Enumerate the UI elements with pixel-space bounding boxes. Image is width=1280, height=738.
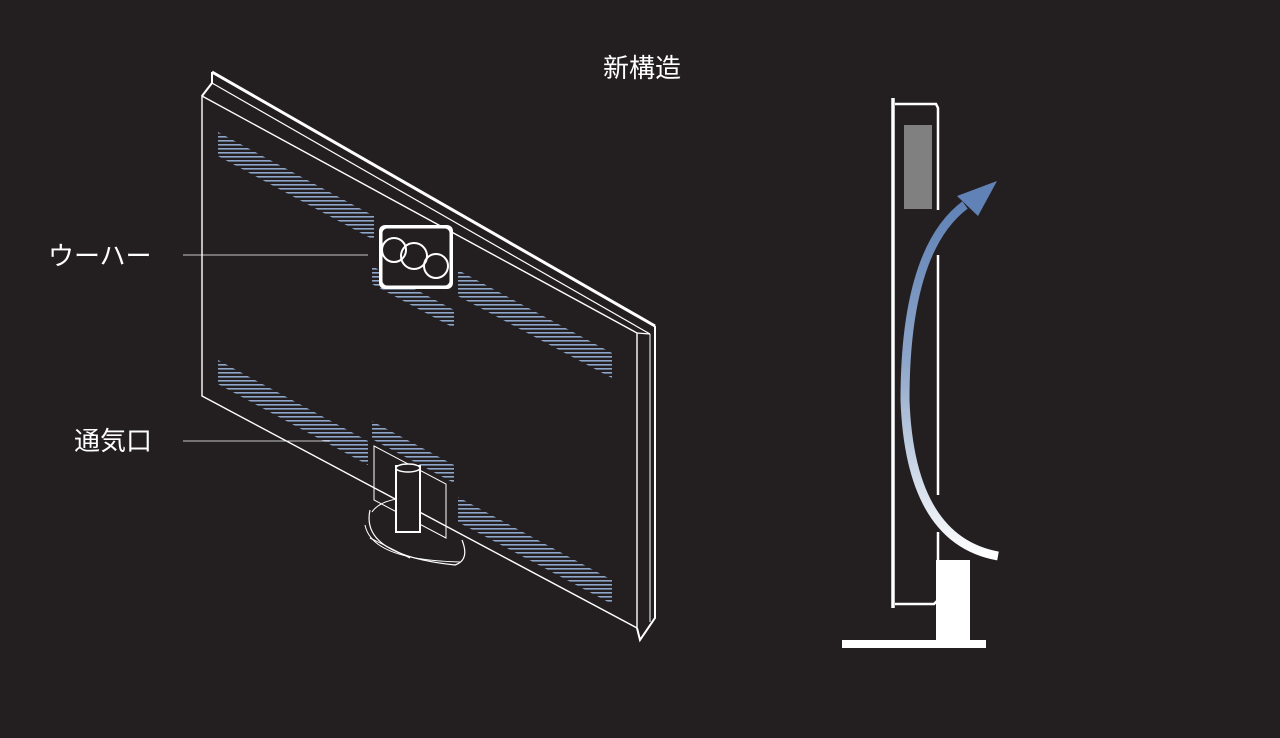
cross-section-woofer-block [904,125,932,209]
cross-section-top [895,102,940,210]
stand-post [395,463,421,533]
vent-lower-right [458,497,612,604]
cross-section-stand-post [936,560,970,642]
vent-lower-center [372,421,454,483]
woofer-icon [379,225,453,289]
tv-top-edge [211,70,656,328]
stand-mount-plate [373,445,447,539]
cross-section-stand-base [842,640,986,648]
diagram-title: 新構造 [603,54,682,84]
tv-rear-perspective-icon [183,70,656,643]
vent-lower-left [218,360,368,465]
vent-upper-right [458,270,612,378]
vent-callout-label: 通気口 [74,427,153,457]
vent-upper-left [218,132,374,240]
tv-side-cross-section-icon [842,98,999,648]
tv-right-edge [636,326,656,643]
cross-section-bottom [895,599,939,606]
airflow-arrow-icon [900,181,999,561]
woofer-callout-label: ウーハー [48,242,152,272]
stand-base [364,497,466,566]
